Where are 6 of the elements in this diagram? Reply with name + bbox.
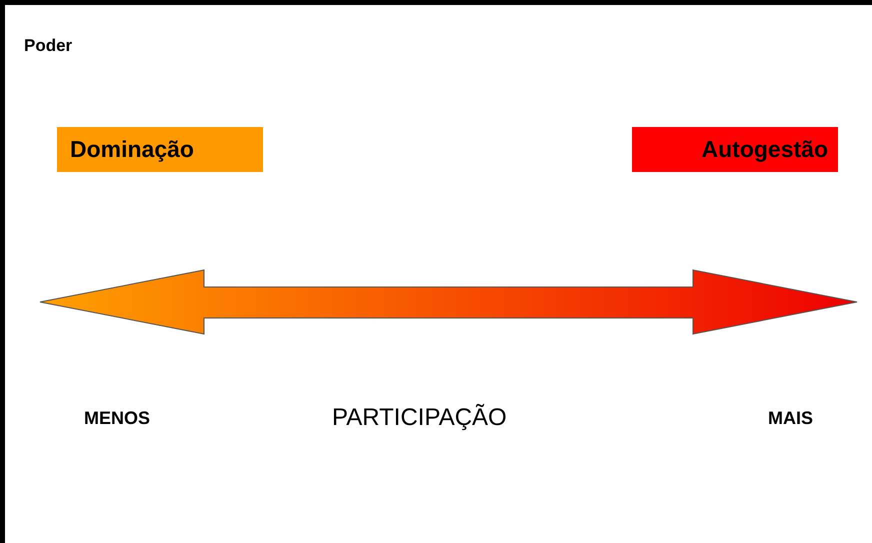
axis-label: PARTICIPAÇÃO <box>332 404 507 432</box>
label-box: Autogestão <box>632 127 838 172</box>
scale-label: MENOS <box>84 408 150 429</box>
label-box: Dominação <box>57 127 263 172</box>
heading: Poder <box>24 36 72 56</box>
scale-label: MAIS <box>768 408 813 429</box>
